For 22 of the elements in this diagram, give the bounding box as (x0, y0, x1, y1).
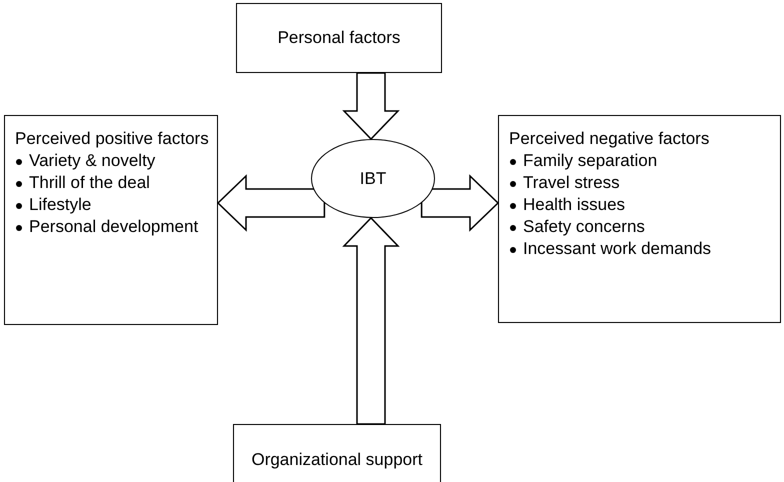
bullet-item: Personal development (15, 216, 198, 238)
box-heading: IBT (360, 168, 386, 190)
bullet-item: Thrill of the deal (15, 172, 150, 194)
box-heading: Perceived positive factors (15, 128, 209, 150)
box-heading: Personal factors (278, 27, 400, 49)
factor-box (233, 424, 441, 482)
factor-list-box (498, 115, 781, 323)
factor-box (236, 3, 442, 73)
factor-list-box (4, 115, 218, 325)
bullet-item: Incessant work demands (509, 238, 712, 260)
box-heading: Organizational support (251, 448, 423, 470)
hollow-arrow (342, 216, 400, 425)
bullet-item: Health issues (509, 194, 626, 216)
bullet-item: Family separation (509, 150, 658, 172)
hollow-arrow (216, 174, 326, 232)
hollow-arrow (420, 174, 500, 232)
box-heading: Perceived negative factors (509, 128, 710, 150)
bullet-item: Lifestyle (15, 194, 92, 216)
bullet-item: Safety concerns (509, 216, 645, 238)
hollow-arrow (342, 72, 400, 140)
bullet-item: Variety & novelty (15, 150, 156, 172)
bullet-item: Travel stress (509, 172, 620, 194)
